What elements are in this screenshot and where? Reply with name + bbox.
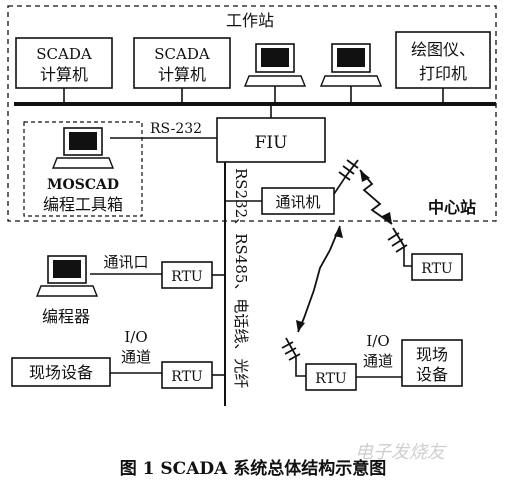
scada-computer-2-line1: SCADA (154, 45, 210, 63)
wireless-link-1 (359, 169, 393, 225)
rtu-right-antenna-icon (387, 227, 408, 253)
rtu-right-box (411, 253, 463, 281)
moscad-tool-label: 编程工具箱 (43, 195, 123, 214)
io-right-line1: I/O (366, 332, 389, 350)
scada-computer-2-line2: 计算机 (158, 65, 206, 84)
io-left-line2: 通道 (121, 348, 151, 366)
workstation-terminal-1-icon (243, 43, 307, 102)
rtu-io-left-label: RTU (171, 369, 203, 385)
scada-computer-2 (133, 37, 231, 89)
rtu-lower-antenna-icon (281, 337, 301, 361)
workstation-label: 工作站 (226, 11, 274, 30)
comm-unit-antenna-icon (338, 159, 359, 181)
field-device-left-label: 现场设备 (29, 363, 93, 382)
wireless-link-2 (297, 225, 341, 333)
center-station-boundary (7, 5, 497, 222)
rtu-port-label: RTU (171, 269, 203, 285)
io-right-line2: 通道 (363, 352, 393, 370)
plotter-printer-line2: 打印机 (419, 64, 467, 83)
moscad-terminal-icon (51, 127, 115, 169)
fiu-label: FIU (255, 133, 288, 153)
comm-unit-box (261, 187, 335, 215)
comm-unit-label: 通讯机 (275, 193, 320, 211)
rtu-right-label: RTU (421, 261, 453, 277)
workstation-terminal-2-icon (319, 43, 383, 102)
scada-computer-1-line1: SCADA (36, 45, 92, 63)
scada-computer-1-line2: 计算机 (40, 65, 88, 84)
plotter-printer-box (395, 31, 491, 89)
field-device-right-line1: 现场 (416, 345, 448, 364)
watermark: 电子发烧友 (355, 442, 447, 463)
field-device-right-line2: 设备 (416, 365, 448, 384)
center-station-label: 中心站 (428, 198, 476, 217)
programmer-terminal-icon (35, 255, 99, 297)
field-device-left-box (11, 357, 111, 387)
plotter-printer-line1: 绘图仪、 (411, 40, 475, 59)
figure-caption: 图 1 SCADA 系统总体结构示意图 (120, 458, 387, 479)
rs232-label: RS-232 (150, 121, 202, 137)
moscad-tool-box (23, 121, 143, 217)
programmer-label: 编程器 (42, 307, 90, 326)
rtu-lower-label: RTU (315, 371, 347, 387)
io-left-line1: I/O (124, 328, 147, 346)
comm-port-label: 通讯口 (103, 253, 148, 271)
rtu-io-left-box (161, 361, 213, 389)
scada-computer-1 (15, 37, 113, 89)
field-bus-label: RS232、RS485、电话线、光纤 (232, 168, 250, 388)
field-device-right-box (401, 339, 463, 387)
moscad-label: MOSCAD (47, 177, 119, 193)
